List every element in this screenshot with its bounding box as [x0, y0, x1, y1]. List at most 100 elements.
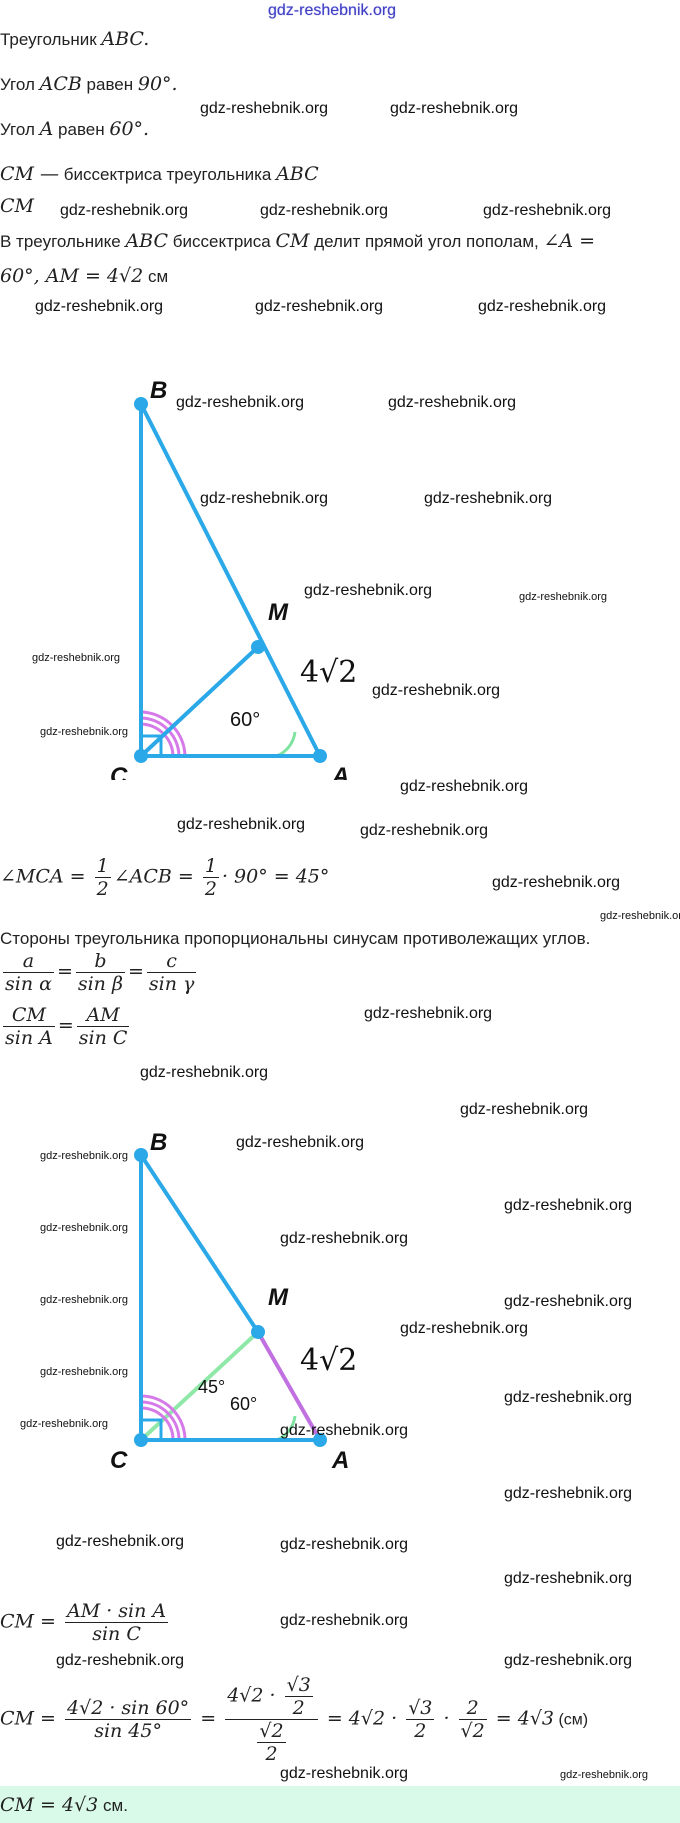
- point-m: [251, 640, 265, 654]
- watermark: gdz-reshebnik.org: [35, 298, 164, 315]
- num: AM · sin A: [67, 1600, 167, 1622]
- triangle-diagram-2: B C A M 4√2 45° 60°: [110, 1129, 357, 1474]
- label-b: B: [150, 1129, 167, 1156]
- watermark: gdz-reshebnik.org: [236, 1134, 365, 1151]
- watermark: gdz-reshebnik.org: [478, 298, 607, 315]
- watermark: gdz-reshebnik.org: [483, 202, 612, 219]
- watermark: gdz-reshebnik.org: [400, 778, 529, 795]
- den: sin A: [3, 1026, 55, 1049]
- watermark: gdz-reshebnik.org: [600, 910, 680, 922]
- num: c: [166, 950, 177, 972]
- label-angle-60: 60°: [230, 709, 260, 731]
- watermark: gdz-reshebnik.org: [504, 1570, 633, 1587]
- watermark: gdz-reshebnik.org: [504, 1485, 633, 1502]
- label-angle-60: 60°: [230, 1394, 257, 1414]
- text: Угол: [0, 120, 40, 139]
- watermark: gdz-reshebnik.org: [280, 1765, 409, 1782]
- num: √3: [408, 1697, 433, 1719]
- den: sin C: [65, 1622, 169, 1645]
- text: Треугольник: [0, 30, 102, 49]
- fraction: 2√2: [458, 1697, 487, 1742]
- den: 2: [257, 1742, 286, 1765]
- num: √2: [259, 1720, 284, 1742]
- line-explanation: В треугольнике ABC биссектриса CM делит …: [0, 230, 595, 253]
- math: CM: [275, 230, 310, 252]
- text: равен: [53, 120, 110, 139]
- math: ABC: [125, 230, 169, 252]
- line-cm: CM: [0, 195, 34, 218]
- site-header-link[interactable]: gdz-reshebnik.org: [268, 2, 397, 19]
- math: 90°.: [137, 73, 178, 95]
- watermark: gdz-reshebnik.org: [200, 490, 329, 507]
- line-angle-a: Угол A равен 60°.: [0, 118, 149, 141]
- text: см: [143, 267, 169, 286]
- den: √2: [458, 1719, 487, 1742]
- watermark: gdz-reshebnik.org: [364, 1005, 493, 1022]
- watermark: gdz-reshebnik.org: [492, 874, 621, 891]
- math: · 90° = 45°: [221, 865, 330, 888]
- angle-arc: [140, 1400, 181, 1441]
- num: a: [22, 950, 35, 972]
- math: A: [39, 118, 54, 140]
- label-side-am: 4√2: [300, 1343, 357, 1378]
- label-side-am: 4√2: [300, 655, 357, 690]
- angle-arc: [140, 1394, 187, 1441]
- watermark: gdz-reshebnik.org: [255, 298, 384, 315]
- watermark: gdz-reshebnik.org: [504, 1389, 633, 1406]
- num: 2: [466, 1697, 479, 1719]
- math: ABC: [276, 163, 319, 185]
- triangle-diagram-1: B C A M 4√2 60°: [110, 380, 357, 780]
- math: CM —: [0, 163, 60, 185]
- line-angle-acb: Угол ACB равен 90°.: [0, 73, 178, 96]
- text: Угол: [0, 75, 40, 94]
- point-b: [134, 397, 148, 411]
- num: AM: [86, 1004, 120, 1026]
- num: √3: [286, 1674, 311, 1696]
- label-b: B: [150, 380, 167, 404]
- math: ∠ACB =: [113, 865, 200, 888]
- bisector-cm: [139, 645, 260, 758]
- angle-arc: [140, 1406, 175, 1441]
- math: CM =: [0, 1707, 62, 1730]
- watermark: gdz-reshebnik.org: [40, 1366, 129, 1378]
- watermark: gdz-reshebnik.org: [56, 1533, 185, 1550]
- watermark: gdz-reshebnik.org: [60, 202, 189, 219]
- num: CM: [11, 1004, 46, 1026]
- watermark: gdz-reshebnik.org: [200, 100, 329, 117]
- watermark: gdz-reshebnik.org: [32, 652, 121, 664]
- watermark: gdz-reshebnik.org: [140, 1064, 269, 1081]
- math: 60°, AM = 4√2: [0, 265, 144, 287]
- label-m: M: [268, 599, 289, 626]
- point-c: [134, 1433, 148, 1447]
- watermark: gdz-reshebnik.org: [400, 1320, 529, 1337]
- answer-box: [0, 1786, 680, 1823]
- watermark: gdz-reshebnik.org: [40, 1150, 129, 1162]
- num: 1: [96, 855, 109, 877]
- line-given: 60°, AM = 4√2 см: [0, 265, 168, 288]
- point-m: [251, 1325, 265, 1339]
- label-a: A: [331, 1447, 349, 1474]
- watermark: gdz-reshebnik.org: [280, 1230, 409, 1247]
- point-a: [313, 749, 327, 763]
- text: В треугольнике: [0, 232, 126, 251]
- den: 2: [406, 1719, 435, 1742]
- watermark: gdz-reshebnik.org: [280, 1612, 409, 1629]
- watermark: gdz-reshebnik.org: [280, 1536, 409, 1553]
- math: ABC.: [101, 28, 150, 50]
- math: 60°.: [109, 118, 150, 140]
- unit: (см): [554, 1711, 589, 1729]
- watermark: gdz-reshebnik.org: [504, 1293, 633, 1310]
